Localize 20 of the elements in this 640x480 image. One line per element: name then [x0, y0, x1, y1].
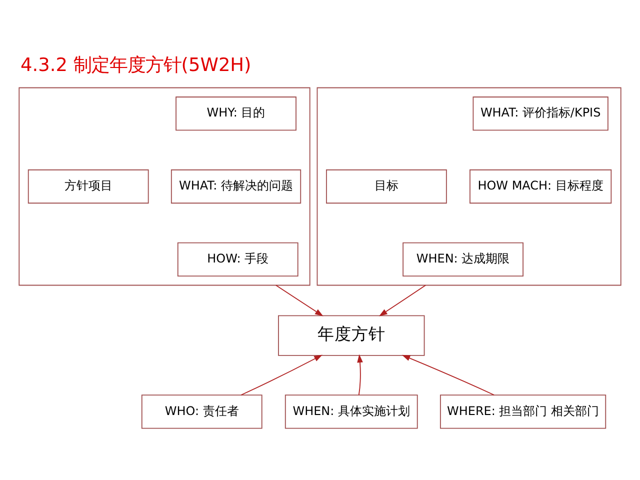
node-box: 目标 — [326, 168, 447, 204]
node-box: WHEN: 达成期限 — [402, 242, 524, 276]
node-box: HOW: 手段 — [177, 242, 298, 276]
diagram-title: 4.3.2 制定年度方针(5W2H) — [20, 54, 252, 76]
arrow — [357, 354, 363, 395]
arrow — [275, 284, 324, 316]
arrow — [379, 284, 426, 316]
node-box: WHERE: 担当部门 相关部门 — [440, 394, 606, 428]
node-box: WHY: 目的 — [176, 96, 296, 130]
arrow — [402, 354, 495, 395]
node-box: WHO: 责任者 — [141, 394, 262, 428]
cluster — [18, 86, 310, 286]
node-box: WHAT: 评价指标/KPIS — [472, 96, 608, 130]
node-box: 方针项目 — [28, 168, 149, 204]
node-box: WHEN: 具体实施计划 — [284, 394, 418, 428]
node-box: 年度方针 — [278, 314, 425, 356]
arrow — [240, 354, 322, 395]
node-box: WHAT: 待解决的问题 — [170, 168, 302, 204]
node-box: HOW MACH: 目标程度 — [470, 168, 612, 204]
cluster — [316, 86, 622, 286]
